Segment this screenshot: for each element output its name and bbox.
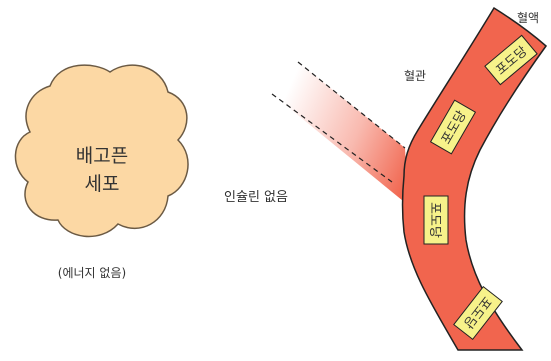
hungry-cell: 배고픈 세포 (14, 64, 189, 238)
cell-name-line1: 배고픈 (76, 145, 128, 167)
branch-dashed-lower (271, 93, 393, 183)
glucose-box (484, 34, 538, 86)
cell-name-line2: 세포 (85, 173, 120, 195)
glucose-3: 포도당 (423, 195, 449, 245)
cell-energy-note: (에너지 없음) (58, 266, 126, 280)
glucose-box (429, 99, 477, 155)
branch-dashed-upper (297, 61, 406, 149)
blood-label: 혈액 (517, 11, 539, 25)
branch-fade (272, 62, 408, 205)
glucose-label: 포도당 (427, 202, 442, 238)
vessel-branch (271, 61, 408, 205)
glucose-box (453, 285, 503, 341)
vessel-label: 혈관 (404, 69, 426, 83)
cell-body (14, 64, 189, 238)
glucose-box (423, 195, 449, 245)
no-insulin-label: 인슐린 없음 (224, 190, 288, 205)
blood-vessel (401, 6, 548, 351)
